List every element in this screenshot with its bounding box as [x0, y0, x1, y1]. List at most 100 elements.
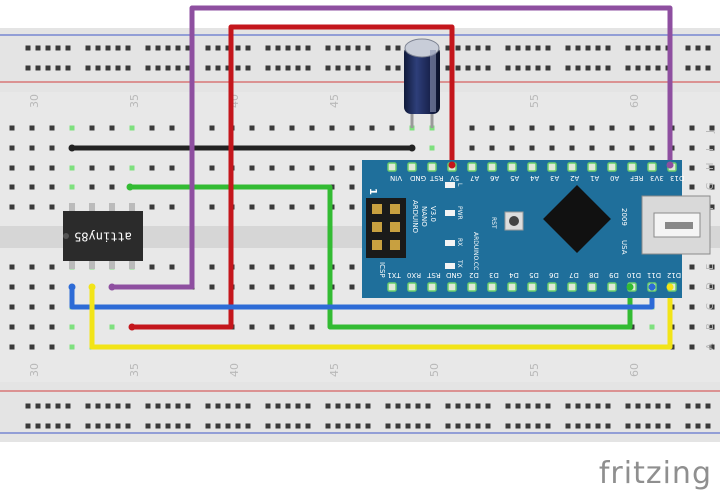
breadboard-hole — [709, 125, 715, 131]
rail-hole — [595, 423, 601, 429]
breadboard-hole — [709, 145, 715, 151]
rail-hole — [425, 403, 431, 409]
rail-hole — [245, 45, 251, 51]
nano-pin[interactable] — [447, 282, 457, 292]
breadboard-hole — [9, 344, 15, 350]
rail-hole — [695, 45, 701, 51]
nano-pin[interactable] — [587, 162, 597, 172]
column-number: 55 — [528, 363, 541, 377]
rail-hole — [635, 45, 641, 51]
nano-pin[interactable] — [627, 162, 637, 172]
nano-pin[interactable] — [467, 162, 477, 172]
nano-pin-label: A5 — [510, 174, 519, 182]
chip-pin — [69, 203, 75, 213]
rail-hole — [625, 423, 631, 429]
breadboard-hole — [689, 145, 695, 151]
nano-pin[interactable] — [387, 162, 397, 172]
rail-hole — [205, 403, 211, 409]
breadboard-hole — [29, 264, 35, 270]
nano-pin[interactable] — [647, 162, 657, 172]
column-number: 45 — [328, 363, 341, 377]
breadboard-hole — [709, 184, 715, 190]
breadboard-hole — [609, 125, 615, 131]
nano-pin[interactable] — [407, 162, 417, 172]
nano-pin-label: A1 — [590, 174, 599, 182]
rail-hole — [215, 65, 221, 71]
column-number: 60 — [628, 94, 641, 108]
nano-pin[interactable] — [507, 162, 517, 172]
nano-pin[interactable] — [527, 162, 537, 172]
nano-leds — [445, 182, 455, 269]
breadboard-hole — [169, 204, 175, 210]
rail-hole — [345, 45, 351, 51]
rail-hole — [345, 403, 351, 409]
rail-hole — [345, 423, 351, 429]
rail-hole — [705, 403, 711, 409]
nano-pin[interactable] — [547, 282, 557, 292]
nano-pin[interactable] — [547, 162, 557, 172]
breadboard-hole — [49, 344, 55, 350]
nano-pin-label: D13 — [670, 174, 684, 182]
rail-hole — [155, 423, 161, 429]
rail-hole — [605, 423, 611, 429]
breadboard-hole — [29, 344, 35, 350]
rail-hole — [245, 65, 251, 71]
breadboard-hole — [529, 125, 535, 131]
rail-hole — [225, 45, 231, 51]
breadboard-hole — [29, 304, 35, 310]
nano-pin[interactable] — [407, 282, 417, 292]
nano-pin[interactable] — [607, 282, 617, 292]
rail-hole — [355, 65, 361, 71]
chip-pin — [109, 203, 115, 213]
rail-hole — [345, 65, 351, 71]
nano-pin[interactable] — [427, 162, 437, 172]
nano-pin[interactable] — [487, 162, 497, 172]
breadboard-hole — [149, 125, 155, 131]
rail-hole — [265, 65, 271, 71]
rail-hole — [145, 423, 151, 429]
rail-hole — [365, 403, 371, 409]
rail-hole — [455, 423, 461, 429]
nano-pin[interactable] — [467, 282, 477, 292]
column-numbers: 30 35 40 45 50 55 60 30 35 40 45 50 55 6… — [28, 94, 641, 377]
rail-hole — [475, 65, 481, 71]
breadboard-hole — [509, 125, 515, 131]
rail-hole — [395, 65, 401, 71]
breadboard-hole — [109, 125, 115, 131]
rail-hole — [295, 65, 301, 71]
electrolytic-capacitor[interactable] — [404, 38, 440, 128]
nano-pin[interactable] — [387, 282, 397, 292]
rail-hole — [305, 423, 311, 429]
breadboard-hole — [129, 125, 135, 131]
breadboard-hole — [249, 165, 255, 171]
nano-pin[interactable] — [587, 282, 597, 292]
nano-pin[interactable] — [607, 162, 617, 172]
nano-pin[interactable] — [487, 282, 497, 292]
green-wire[interactable] — [127, 184, 633, 330]
nano-pin[interactable] — [527, 282, 537, 292]
column-number: 30 — [28, 363, 41, 377]
led-label: L — [456, 183, 463, 187]
nano-name-line: NANO — [420, 206, 428, 227]
breadboard-hole — [589, 145, 595, 151]
nano-pin[interactable] — [567, 282, 577, 292]
red-wire[interactable] — [129, 24, 455, 330]
nano-pin[interactable] — [567, 162, 577, 172]
nano-pin[interactable] — [427, 282, 437, 292]
nano-pin-label: A7 — [470, 174, 479, 182]
attiny85-chip[interactable]: attiny85 — [63, 203, 143, 269]
breadboard-hole — [29, 184, 35, 190]
rail-hole — [325, 423, 331, 429]
rail-hole — [225, 403, 231, 409]
rail-hole — [595, 45, 601, 51]
rail-hole — [545, 45, 551, 51]
breadboard-hole — [169, 165, 175, 171]
breadboard-hole — [29, 145, 35, 151]
yellow-wire[interactable] — [89, 284, 673, 350]
purple-wire[interactable] — [109, 5, 673, 290]
nano-pin[interactable] — [507, 282, 517, 292]
breadboard-hole — [29, 284, 35, 290]
rail-hole — [585, 403, 591, 409]
